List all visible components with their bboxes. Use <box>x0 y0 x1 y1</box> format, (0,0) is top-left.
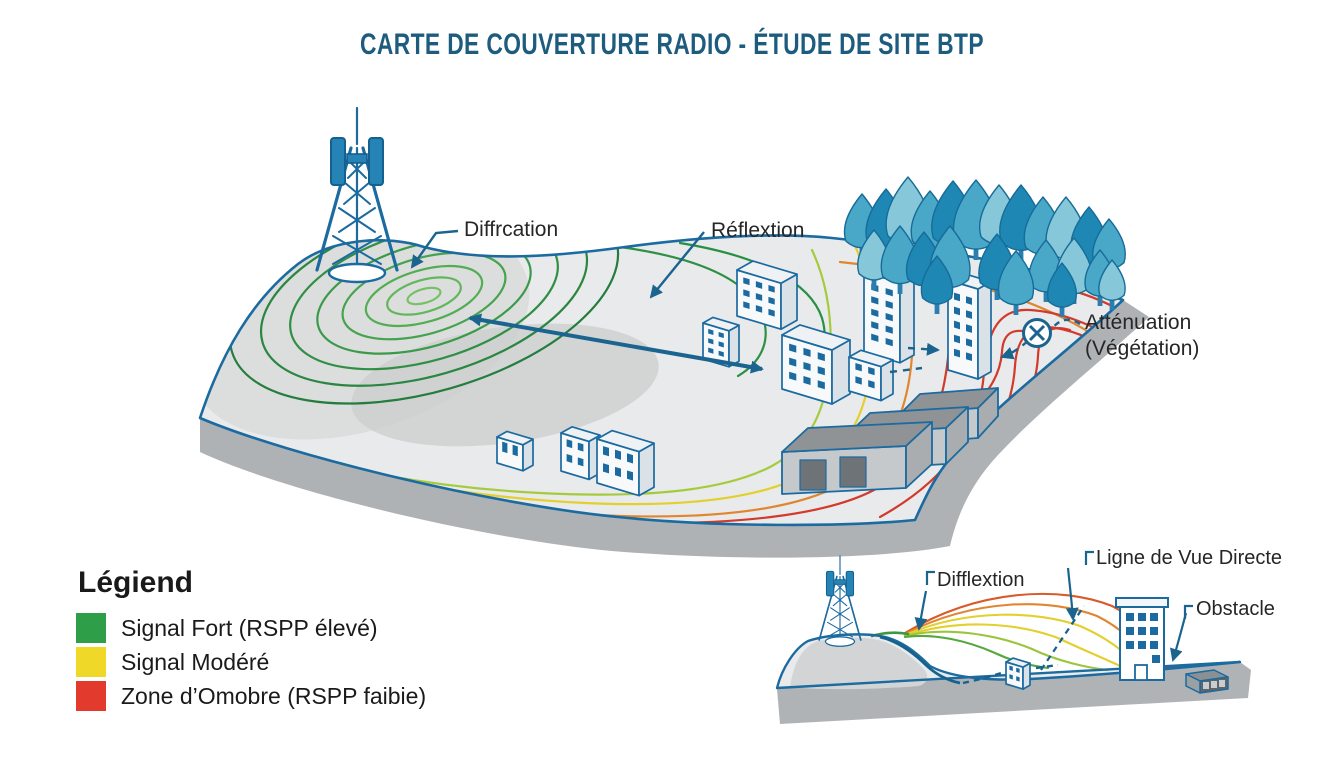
dashed-link <box>889 366 923 374</box>
legend-label-moderate: Signal Modéré <box>121 648 270 675</box>
warehouse-1 <box>781 421 933 495</box>
page-title: CARTE DE COUVERTURE RADIO - ÉTUDE DE SIT… <box>360 28 984 61</box>
legend-item-strong: Signal Fort (RSPP élevé) <box>76 613 426 643</box>
dashed-arrow-2 <box>1000 340 1029 360</box>
label-attenuation-line1: Atténuation <box>1085 311 1192 334</box>
legend-swatch-moderate <box>76 647 106 677</box>
antenna-panel-left <box>330 137 346 186</box>
side-tall-building <box>1115 597 1169 681</box>
label-diffraction: Diffrcation <box>464 218 559 241</box>
legend-item-moderate: Signal Modéré <box>76 647 426 677</box>
reflection-arrow <box>649 231 705 299</box>
label-attenuation-line2: (Végétation) <box>1085 337 1200 360</box>
line-of-sight-dashed <box>1040 605 1085 671</box>
los-tick <box>1084 550 1094 565</box>
side-diagram <box>775 550 1251 724</box>
house-2 <box>560 425 601 481</box>
side-warehouse <box>1185 669 1229 694</box>
legend-label-shadow: Zone d’Omobre (RSPP faibie) <box>121 682 427 709</box>
terrain-side-face <box>200 300 1149 558</box>
legend-item-shadow: Zone d’Omobre (RSPP faibie) <box>76 681 426 711</box>
label-line-of-sight: Ligne de Vue Directe <box>1096 547 1283 569</box>
difflextion-arrow <box>914 590 928 631</box>
main-annotations <box>410 229 1081 374</box>
legend-label-strong: Signal Fort (RSPP élevé) <box>121 614 378 641</box>
legend: Légiend Signal Fort (RSPP élevé) Signal … <box>76 566 426 715</box>
side-diffracted-path <box>879 605 1085 685</box>
legend-title: Légiend <box>78 566 194 599</box>
center-building <box>781 324 851 405</box>
tall-building-2 <box>947 271 992 380</box>
label-reflection: Réflextion <box>711 219 805 242</box>
house-3 <box>596 429 655 497</box>
warehouses <box>781 387 999 495</box>
legend-swatch-strong <box>76 613 106 643</box>
antenna-panel-right <box>368 137 384 186</box>
diffraction-leader-arrow <box>410 229 459 269</box>
side-leaders <box>914 550 1193 662</box>
annex-building <box>848 349 894 402</box>
side-tower <box>818 555 862 647</box>
house-1 <box>496 430 534 472</box>
dashed-arrow-1 <box>907 342 940 356</box>
side-mound-shade <box>790 637 928 690</box>
legend-swatch-shadow <box>76 681 106 711</box>
mid-building <box>736 260 798 331</box>
difflextion-tick <box>925 570 935 585</box>
side-small-building <box>1005 657 1031 690</box>
attenuation-leader-dashed <box>1050 318 1081 331</box>
label-side-diffraction: Difflextion <box>937 569 1025 591</box>
propagation-double-arrow <box>468 313 764 374</box>
label-obstacle: Obstacle <box>1196 598 1275 620</box>
circled-x-icon <box>1022 318 1052 348</box>
obstacle-arrow <box>1170 612 1188 662</box>
radio-tower <box>315 106 399 284</box>
obstacle-tick <box>1183 604 1193 619</box>
label-attenuation: Atténuation (Végétation) <box>1085 310 1199 362</box>
los-arrow <box>1065 567 1079 621</box>
forest <box>843 176 1126 317</box>
